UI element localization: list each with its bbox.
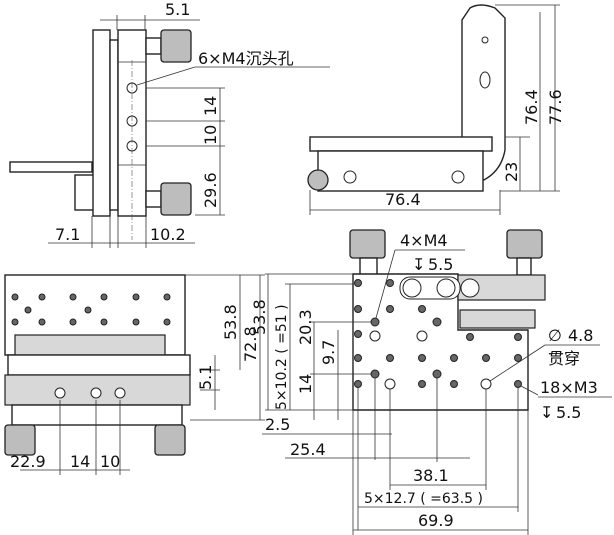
dim-side-14: 14	[201, 96, 220, 116]
bracket-view: 76.4 76.4 77.6 23	[307, 4, 565, 215]
callout-countersink: 6×M4沉头孔	[198, 49, 294, 68]
dim-top-pitch-v: 5×10.2 ( =51 )	[274, 304, 290, 410]
knob-icon	[349, 229, 386, 259]
callout-thru-dia: 4.8	[568, 326, 593, 345]
dim-top-2-5: 2.5	[265, 415, 290, 434]
top-view: 4×M4 ↧ 5.5 ∅ 4.8 贯穿 18×M3 ↧ 5.5 53.8 5×1…	[250, 229, 612, 535]
dim-front-53-8: 53.8	[221, 304, 240, 340]
dim-bracket-77-6: 77.6	[546, 89, 565, 125]
knob-icon	[160, 29, 192, 63]
dim-front-72-8: 72.8	[241, 326, 260, 362]
side-plate-gap	[109, 39, 119, 211]
diameter-icon: ∅	[548, 326, 562, 345]
side-bracket	[74, 174, 96, 211]
dim-side-10-2: 10.2	[150, 225, 186, 244]
depth-icon: ↧	[412, 255, 425, 274]
dim-top-14: 14	[296, 374, 315, 394]
bracket-top-plate	[309, 136, 493, 152]
front-view: 53.8 72.8 5.1 22.9 14 10	[4, 274, 265, 475]
callout-thru: 贯穿	[548, 349, 580, 368]
dim-side-29-6: 29.6	[201, 172, 220, 208]
dim-front-14: 14	[70, 452, 90, 471]
dim-bracket-23: 23	[502, 162, 521, 182]
dim-top-38-1: 38.1	[413, 466, 449, 485]
knob-shaft	[145, 37, 162, 55]
callout-m4: 4×M4	[400, 231, 448, 250]
knob-icon	[154, 424, 186, 456]
dim-top-25-4: 25.4	[290, 440, 326, 459]
dim-front-22-9: 22.9	[10, 452, 46, 471]
dim-top-69-9: 69.9	[418, 511, 454, 530]
dim-bracket-width: 76.4	[385, 190, 421, 209]
callout-m4-depth: 5.5	[428, 255, 453, 274]
dim-top-9-7: 9.7	[319, 340, 338, 365]
dim-top-20-3: 20.3	[296, 309, 315, 345]
dim-top-pitch-h: 5×12.7 ( =63.5 )	[364, 491, 483, 507]
dim-side-top: 5.1	[165, 0, 190, 19]
dim-side-10: 10	[201, 125, 220, 145]
knob-icon	[4, 424, 36, 456]
callout-m3-depth: 5.5	[556, 403, 581, 422]
dim-top-53-8: 53.8	[250, 299, 269, 335]
knob-icon	[160, 182, 192, 216]
knob-icon	[506, 229, 543, 259]
side-view: 5.1 6×M4沉头孔 14 10 29.6 7.1 10.2	[9, 0, 330, 248]
side-plate-left	[92, 29, 111, 217]
dim-bracket-76-4: 76.4	[522, 89, 541, 125]
dim-front-10: 10	[100, 452, 120, 471]
dim-side-7-1: 7.1	[55, 225, 80, 244]
depth-icon: ↧	[540, 403, 553, 422]
side-rod	[9, 161, 93, 173]
callout-m3: 18×M3	[540, 378, 598, 397]
knob-shaft	[145, 190, 162, 208]
dim-front-5-1: 5.1	[196, 365, 215, 390]
